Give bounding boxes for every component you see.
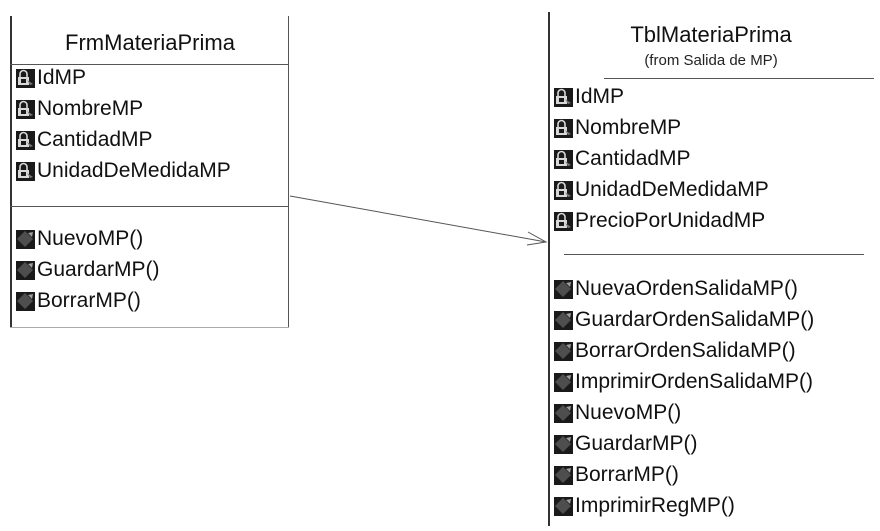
operation-icon: [554, 403, 573, 423]
attribute-name: UnidadDeMedidaMP: [575, 178, 769, 201]
bottom-border: [10, 327, 289, 328]
class-tbl-materia-prima[interactable]: TblMateriaPrima (from Salida de MP) IdMP…: [548, 12, 874, 526]
operation-icon: [554, 434, 573, 454]
compartment-separator: [10, 206, 289, 207]
attribute-name: PrecioPorUnidadMP: [575, 209, 766, 232]
operation-icon: [16, 291, 35, 311]
operation-name: NuevoMP(): [37, 227, 144, 250]
operation-name: BorrarMP(): [575, 463, 679, 486]
operation-row[interactable]: ImprimirRegMP(): [554, 491, 735, 521]
attribute-name: IdMP: [37, 66, 87, 89]
operation-icon: [554, 496, 573, 516]
attribute-row[interactable]: IdMP: [16, 63, 86, 93]
attribute-row[interactable]: NombreMP: [554, 113, 681, 143]
attribute-row[interactable]: IdMP: [554, 82, 624, 112]
attribute-row[interactable]: NombreMP: [16, 94, 143, 124]
attribute-row[interactable]: UnidadDeMedidaMP: [554, 175, 769, 205]
attribute-name: CantidadMP: [575, 147, 691, 170]
operation-row[interactable]: BorrarMP(): [554, 460, 679, 490]
class-package-note: (from Salida de MP): [644, 52, 778, 69]
operation-name: GuardarMP(): [575, 432, 698, 455]
operation-name: GuardarOrdenSalidaMP(): [575, 308, 815, 331]
operation-row[interactable]: NuevoMP(): [16, 224, 143, 254]
operation-row[interactable]: ImprimirOrdenSalidaMP(): [554, 367, 813, 397]
operation-icon: [554, 310, 573, 330]
operation-icon: [16, 229, 35, 249]
operation-row[interactable]: GuardarMP(): [554, 429, 698, 459]
class-right-border: [288, 16, 289, 328]
operation-icon: [554, 465, 573, 485]
private-attribute-icon: [16, 161, 35, 181]
operation-name: GuardarMP(): [37, 258, 160, 281]
operation-icon: [554, 279, 573, 299]
private-attribute-icon: [16, 130, 35, 150]
class-left-border: [10, 16, 12, 328]
attribute-name: IdMP: [575, 85, 625, 108]
private-attribute-icon: [554, 149, 573, 169]
private-attribute-icon: [554, 87, 573, 107]
operation-icon: [554, 372, 573, 392]
operation-name: BorrarOrdenSalidaMP(): [575, 339, 796, 362]
attribute-row[interactable]: UnidadDeMedidaMP: [16, 156, 231, 186]
private-attribute-icon: [554, 118, 573, 138]
attribute-name: UnidadDeMedidaMP: [37, 159, 231, 182]
header-separator: [10, 64, 289, 65]
operation-icon: [554, 341, 573, 361]
operation-icon: [16, 260, 35, 280]
class-name: TblMateriaPrima: [630, 22, 792, 47]
operation-name: NuevoMP(): [575, 401, 682, 424]
private-attribute-icon: [16, 99, 35, 119]
operation-row[interactable]: BorrarOrdenSalidaMP(): [554, 336, 796, 366]
operation-row[interactable]: BorrarMP(): [16, 286, 141, 316]
class-frm-materia-prima[interactable]: FrmMateriaPrima IdMP NombreMP CantidadMP Un…: [10, 16, 290, 328]
class-left-border: [548, 12, 550, 526]
attribute-name: NombreMP: [575, 116, 682, 139]
private-attribute-icon: [16, 68, 35, 88]
operation-row[interactable]: GuardarOrdenSalidaMP(): [554, 305, 814, 335]
attribute-row[interactable]: CantidadMP: [554, 144, 691, 174]
private-attribute-icon: [554, 211, 573, 231]
header-separator: [604, 78, 874, 79]
operation-name: BorrarMP(): [37, 289, 141, 312]
operation-name: ImprimirOrdenSalidaMP(): [575, 370, 814, 393]
attribute-name: NombreMP: [37, 97, 144, 120]
operation-row[interactable]: GuardarMP(): [16, 255, 160, 285]
private-attribute-icon: [554, 180, 573, 200]
operation-name: NuevaOrdenSalidaMP(): [575, 277, 798, 300]
operation-row[interactable]: NuevoMP(): [554, 398, 681, 428]
compartment-separator: [564, 254, 864, 255]
attribute-row[interactable]: PrecioPorUnidadMP: [554, 206, 765, 236]
class-name: FrmMateriaPrima: [65, 30, 235, 55]
attribute-row[interactable]: CantidadMP: [16, 125, 153, 155]
operation-row[interactable]: NuevaOrdenSalidaMP(): [554, 274, 798, 304]
attribute-name: CantidadMP: [37, 128, 153, 151]
operation-name: ImprimirRegMP(): [575, 494, 735, 517]
